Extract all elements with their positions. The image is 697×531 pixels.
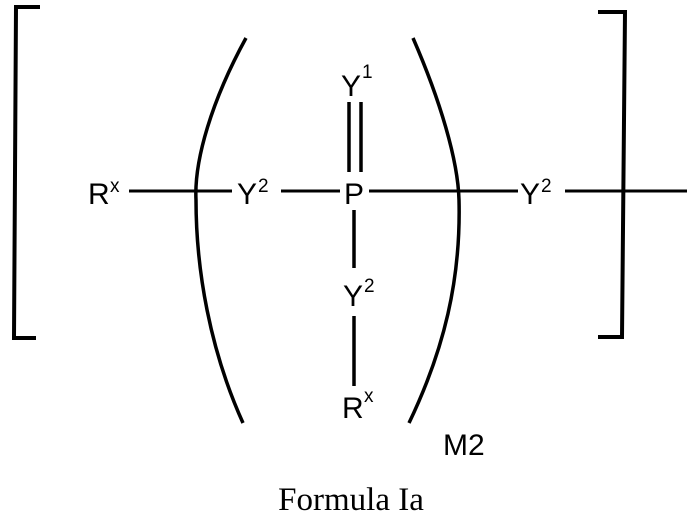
atom-rx-bottom: R x: [342, 386, 374, 425]
svg-text:Y: Y: [520, 178, 540, 211]
left-parenthesis-arc: [194, 37, 248, 424]
svg-text:Y: Y: [343, 280, 363, 313]
svg-text:R: R: [88, 178, 110, 211]
left-square-bracket: [11, 5, 40, 340]
repeat-count-label: M2: [443, 429, 485, 462]
svg-text:2: 2: [541, 176, 552, 197]
svg-text:2: 2: [364, 276, 375, 297]
atom-rx-left: R x: [88, 176, 120, 211]
atom-y1-top: Y 1: [341, 62, 373, 103]
svg-text:1: 1: [362, 62, 373, 83]
formula-caption: Formula Ia: [278, 482, 424, 518]
atom-y2-right: Y 2: [520, 176, 552, 211]
svg-text:2: 2: [258, 176, 269, 197]
svg-text:x: x: [110, 176, 120, 197]
atom-y2-bottom: Y 2: [343, 276, 375, 313]
svg-text:Y: Y: [237, 178, 257, 211]
right-square-bracket: [598, 10, 628, 339]
svg-text:P: P: [344, 178, 364, 211]
svg-text:R: R: [342, 392, 364, 425]
right-parenthesis-arc: [407, 37, 461, 424]
atom-y2-left: Y 2: [237, 176, 269, 211]
atom-p-center: P: [344, 178, 364, 211]
svg-text:x: x: [364, 386, 374, 407]
svg-text:Y: Y: [341, 70, 361, 103]
